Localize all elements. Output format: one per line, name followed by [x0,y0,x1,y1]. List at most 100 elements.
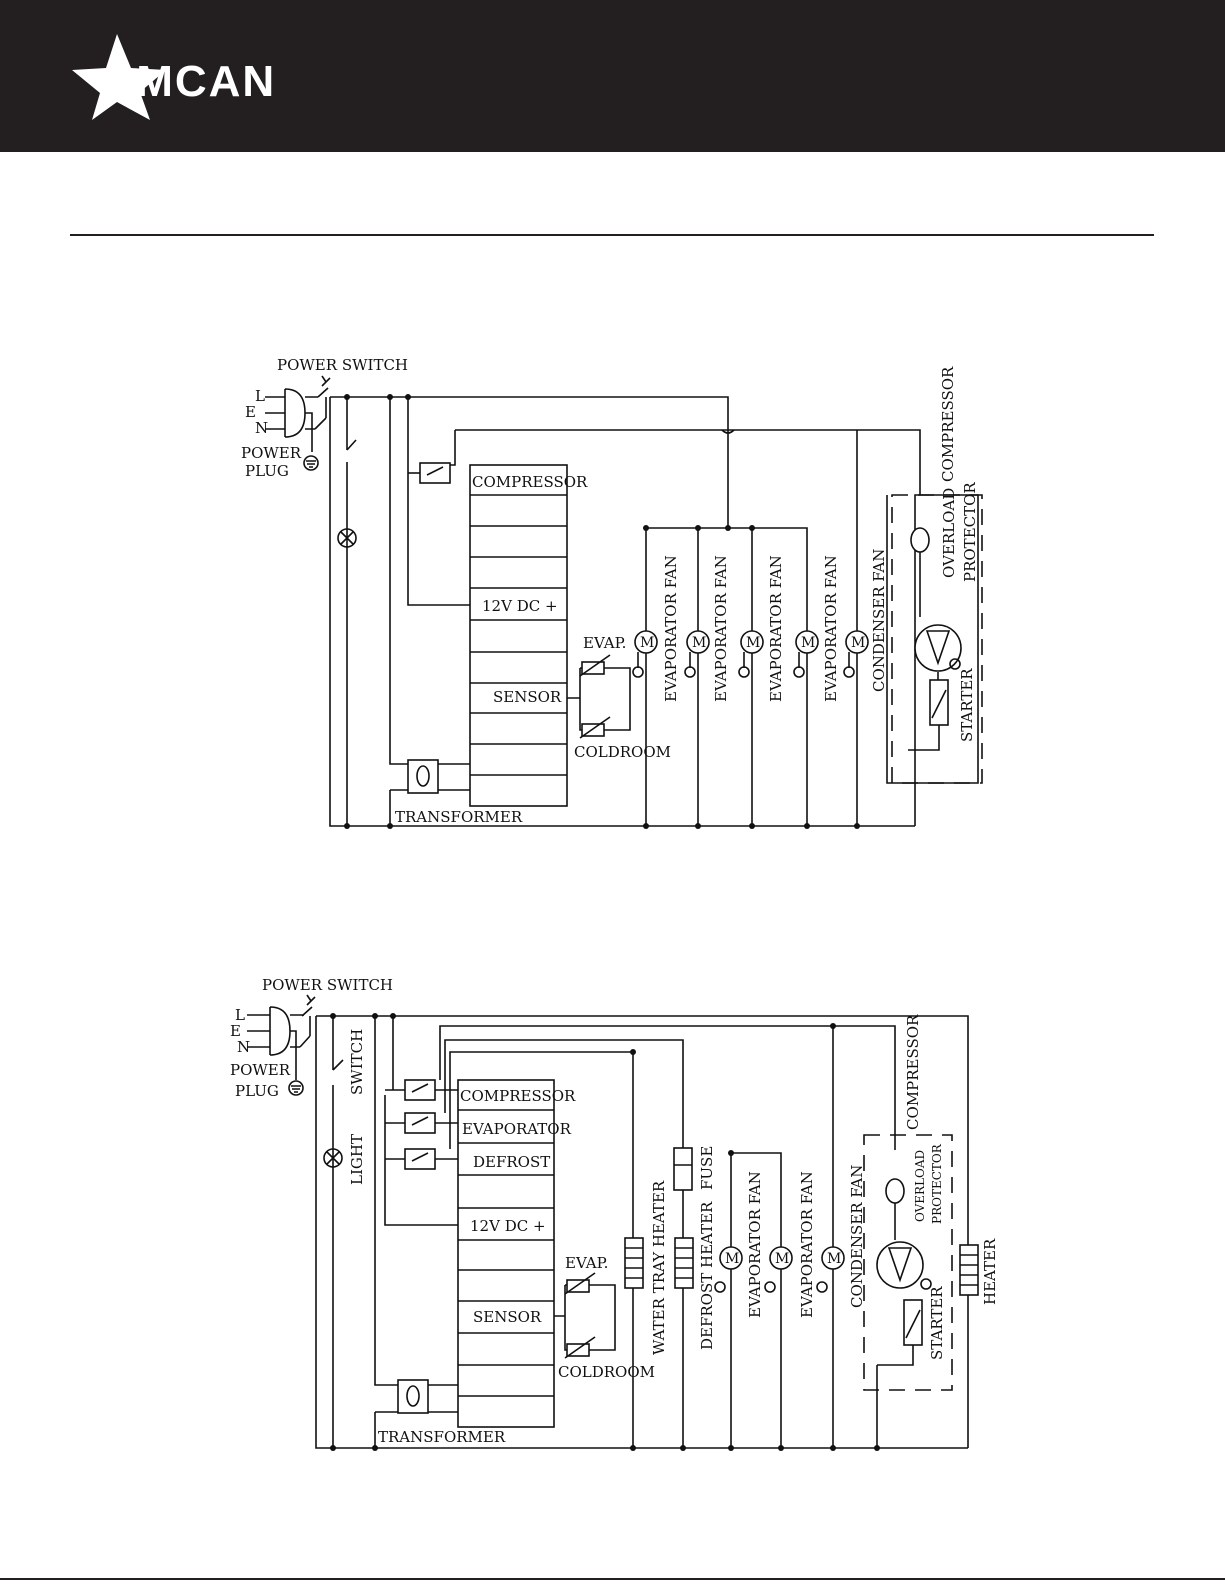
compressor-label: COMPRESSOR [939,366,957,482]
ground-icon [949,658,961,670]
fuse-label: FUSE [698,1146,716,1190]
power-plug-label: POWER [230,1061,291,1079]
ground-icon [684,666,696,678]
plug-n-label: N [255,419,268,437]
overload-label-1: OVERLOAD [940,488,958,578]
water-tray-heater-label: WATER TRAY HEATER [650,1180,668,1355]
evap-label: EVAP. [565,1254,608,1272]
water-tray-heater-icon [624,1237,644,1289]
controller-block: COMPRESSOR EVAPORATOR DEFROST 12V DC + S… [457,1079,576,1428]
coldroom-label: COLDROOM [574,743,671,761]
ground-icon [714,1281,726,1293]
compressor-label: COMPRESSOR [904,1014,922,1130]
plug-n-label: N [237,1038,250,1056]
fan-label-2: EVAPORATOR FAN [712,555,730,702]
overload-label-2: PROTECTOR [961,482,979,582]
plug-e-label: E [245,403,256,421]
motor-label: M [746,635,760,651]
motor-icon [845,630,869,654]
starter-label: STARTER [958,668,976,742]
controller-12v: 12V DC + [470,1217,546,1235]
coldroom-label: COLDROOM [558,1363,655,1381]
ground-icon [764,1281,776,1293]
motor-label: M [827,1251,841,1267]
controller-sensor: SENSOR [473,1308,542,1326]
compressor-assembly [863,1134,953,1391]
fan-label-1: EVAPORATOR FAN [746,1171,764,1318]
fan-label-2: EVAPORATOR FAN [798,1171,816,1318]
star-icon [72,34,166,120]
motor-label: M [801,635,815,651]
compressor-motor-icon [876,1241,924,1289]
brand-name: OMCAN [100,57,276,106]
fan-label-4: EVAPORATOR FAN [822,555,840,702]
power-plug-icon [265,388,319,471]
power-plug-icon [247,1006,304,1096]
footer-rule [0,1578,1225,1580]
overload-protector-icon [885,1178,905,1204]
heater-label: HEATER [981,1238,999,1305]
plug-e-label: E [230,1022,241,1040]
overload-label-2: PROTECTOR [930,1143,944,1224]
heater-icon [959,1244,979,1296]
relay-icon [404,1112,436,1134]
motor-label: M [725,1251,739,1267]
defrost-heater-label: DEFROST HEATER [698,1201,716,1350]
transformer-icon [397,1379,429,1414]
plug-l-label: L [255,387,265,405]
fan-label-3: EVAPORATOR FAN [767,555,785,702]
lamp-icon [337,528,357,548]
controller-12v: 12V DC + [482,597,558,615]
compressor-motor-icon [914,624,962,672]
controller-block: COMPRESSOR 12V DC + SENSOR [469,464,588,807]
condenser-fan-label: CONDENSER FAN [870,549,888,692]
divider [70,234,1154,236]
motor-icon [795,630,819,654]
omcan-logo: OMCAN [72,34,276,120]
motor-icon [821,1246,845,1270]
controller-sensor: SENSOR [493,688,562,706]
switch-label: SWITCH [348,1029,366,1095]
motor-icon [740,630,764,654]
fan-motors: M M M M M [632,630,869,678]
power-switch-icon [314,375,331,430]
ground-icon [793,666,805,678]
motor-label: M [640,635,654,651]
overload-label-1: OVERLOAD [913,1150,927,1222]
transformer-label: TRANSFORMER [378,1428,506,1446]
defrost-heater-icon [674,1237,694,1289]
ground-icon [843,666,855,678]
motor-icon [634,630,658,654]
relay-icon [404,1079,436,1101]
power-plug-label-2: PLUG [245,462,289,480]
header-bar [0,0,1225,152]
motor-label: M [692,635,706,651]
controller-defrost: DEFROST [473,1153,550,1171]
power-switch-label: POWER SWITCH [277,356,408,374]
condenser-fan-label: CONDENSER FAN [848,1165,866,1308]
motor-icon [769,1246,793,1270]
power-plug-label: POWER [241,444,302,462]
power-switch-label: POWER SWITCH [262,976,393,994]
fuse-icon [673,1147,693,1191]
motor-label: M [775,1251,789,1267]
controller-compressor: COMPRESSOR [460,1087,576,1105]
relay-icon [404,1148,436,1170]
controller-compressor: COMPRESSOR [472,473,588,491]
compressor-assembly [891,494,983,784]
lamp-icon [323,1148,343,1168]
plug-l-label: L [235,1006,245,1024]
motor-icon [686,630,710,654]
ground-icon [816,1281,828,1293]
ground-icon [738,666,750,678]
evap-label: EVAP. [583,634,626,652]
power-plug-label-2: PLUG [235,1082,279,1100]
ground-icon [920,1278,932,1290]
fan-label-1: EVAPORATOR FAN [662,555,680,702]
transformer-label: TRANSFORMER [395,808,523,826]
controller-evaporator: EVAPORATOR [462,1120,572,1138]
starter-label: STARTER [928,1286,946,1360]
ground-icon [632,666,644,678]
